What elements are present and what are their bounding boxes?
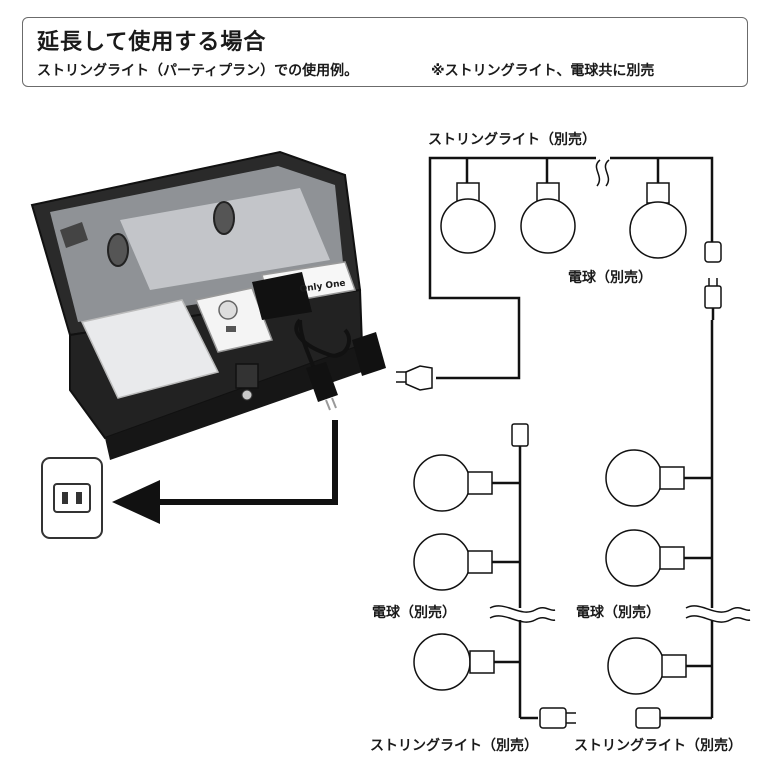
outlet-slot-left-icon <box>62 492 68 504</box>
label-string-light-bottom-left: ストリングライト（別売） <box>370 737 538 754</box>
plug-prong-a <box>325 399 331 411</box>
power-cord <box>294 318 351 358</box>
wall-outlet <box>41 457 103 539</box>
bottom-right-bulbs <box>605 449 687 729</box>
page-subtitle: ストリングライト（パーティプラン）での使用例。 <box>37 63 359 79</box>
string-light-top <box>428 156 714 380</box>
label-bulb-right: 電球（別売） <box>576 604 660 621</box>
bottom-left-bulbs <box>413 423 576 729</box>
label-string-light-top: ストリングライト（別売） <box>428 131 596 148</box>
string-light-bottom-right <box>660 320 751 720</box>
dimmer-socket-icon <box>226 326 236 332</box>
plug-male-icon <box>306 362 338 402</box>
label-string-light-bottom-right: ストリングライト（別売） <box>574 737 742 754</box>
top-plugs <box>396 241 722 391</box>
arrow-head-icon <box>112 480 160 524</box>
header-box: 延長して使用する場合 ストリングライト（パーティプラン）での使用例。 ※ストリン… <box>22 17 748 87</box>
label-bulb-left: 電球（別売） <box>372 604 456 621</box>
outlet-slot-right-icon <box>76 492 82 504</box>
device-black-lid <box>252 272 312 320</box>
page-title: 延長して使用する場合 <box>37 30 267 55</box>
lid-latch-plate <box>60 222 88 248</box>
latch-screw-icon <box>241 389 253 401</box>
string-light-bottom-left <box>489 446 556 720</box>
box-latch <box>235 363 259 389</box>
lid-hinge-right <box>213 201 235 235</box>
top-bulbs <box>440 182 687 259</box>
dimmer-knob-icon <box>218 300 238 320</box>
plug-prong-b <box>331 397 337 409</box>
dimmer-controller <box>194 287 274 353</box>
toolbox-front <box>105 345 362 460</box>
label-bulb-top: 電球（別売） <box>568 269 652 286</box>
page-note: ※ストリングライト、電球共に別売 <box>431 63 655 79</box>
plug-female-icon <box>352 332 386 376</box>
storage-panel <box>80 299 220 399</box>
toolbox-lid-highlight <box>120 188 330 290</box>
toolbox-product: Only One <box>30 150 386 460</box>
connection-arrow <box>112 420 338 524</box>
lid-hinge-left <box>107 233 129 267</box>
